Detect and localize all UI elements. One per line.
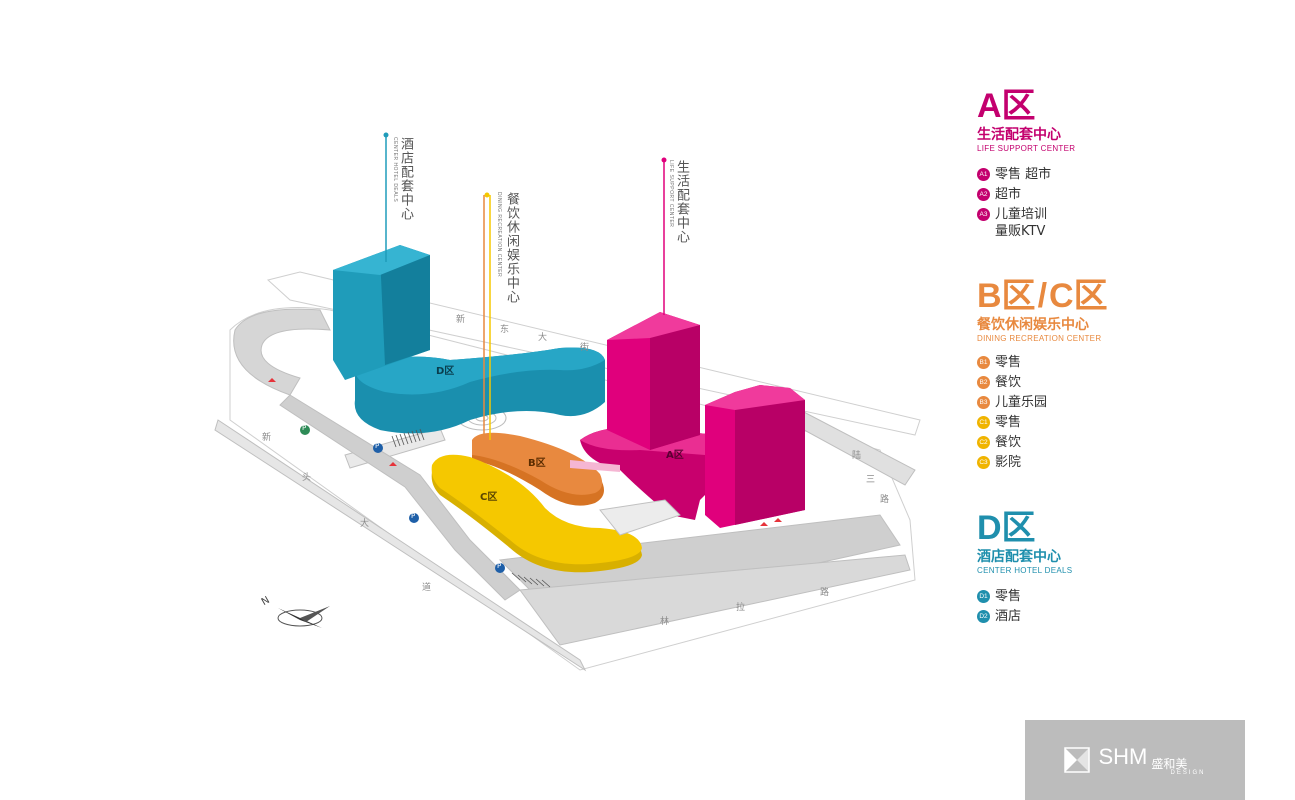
zone-a-building	[580, 312, 805, 528]
legend-item-c3: C3 影院	[977, 454, 1108, 471]
road-north-char-3: 大	[538, 333, 548, 343]
legend-zone-bc-title: B区/C区	[977, 278, 1108, 314]
hotel-callout-label: 酒店配套中心	[398, 137, 413, 221]
legend-text-b1: 零售	[995, 355, 1022, 370]
parking-label-1: P	[302, 424, 307, 432]
legend-badge-b3: B3	[977, 396, 990, 409]
road-north-char-4: 街	[580, 343, 590, 353]
parking-label-3: P	[411, 512, 416, 520]
legend-zone-bc: B区/C区 餐饮休闲娱乐中心 DINING RECREATION CENTER …	[977, 278, 1108, 474]
compass-icon	[277, 606, 330, 628]
legend-zone-bc-name-cn: 餐饮休闲娱乐中心	[977, 317, 1089, 333]
road-west-char-1: 新	[262, 433, 272, 443]
legend-zone-a-name-en: LIFE SUPPORT CENTER	[977, 144, 1076, 153]
road-east-char-1: 陆	[852, 451, 862, 461]
life-callout-sublabel: LIFE SUPPORT CENTER	[668, 160, 674, 228]
legend-badge-c2: C2	[977, 436, 990, 449]
life-callout-label: 生活配套中心	[674, 160, 689, 244]
legend-badge-d2: D2	[977, 610, 990, 623]
parking-markers	[300, 425, 505, 573]
life-callout-dot	[661, 157, 667, 163]
connecting-walkway	[599, 499, 681, 536]
stair-hatching	[391, 428, 551, 588]
zone-c-building	[431, 454, 642, 573]
legend-item-d1: D1 零售	[977, 588, 1072, 605]
legend-text-a2: 超市	[995, 187, 1022, 202]
legend-item-c1: C1 零售	[977, 414, 1108, 431]
dining-callout-dot	[484, 192, 490, 198]
road-north-char-1: 新	[456, 315, 466, 325]
entry-markers	[268, 378, 782, 526]
dining-callout-sublabel: DINING RECREATION CENTER	[496, 192, 502, 278]
legend-zone-a: A区 生活配套中心 LIFE SUPPORT CENTER A1 零售 超市 A…	[977, 88, 1075, 243]
road-west-char-3: 大	[360, 519, 370, 529]
shm-logo: SHM 盛和美 DESIGN	[1025, 720, 1245, 800]
dining-callout-label: 餐饮休闲娱乐中心	[504, 192, 519, 304]
road-east-char-3: 路	[880, 495, 890, 505]
legend-zone-a-title: A区	[977, 87, 1036, 125]
legend-text-d1: 零售	[995, 589, 1022, 604]
road-east-char-2: 三	[866, 475, 876, 485]
legend-text-d2: 酒店	[995, 609, 1022, 624]
zone-d-building	[333, 245, 605, 434]
hotel-callout-sublabel: CENTER HOTEL DEALS	[392, 137, 398, 203]
road-south-char-1: 林	[660, 617, 670, 627]
legend-text-a1: 零售 超市	[995, 167, 1052, 182]
zone-a-map-label: A区	[666, 450, 684, 461]
parking-label-2: P	[375, 442, 380, 450]
zone-d-map-label: D区	[436, 366, 455, 377]
legend-zone-bc-slash: /	[1037, 277, 1048, 315]
legend-item-d2: D2 酒店	[977, 608, 1072, 625]
legend-zone-d-title: D区	[977, 509, 1036, 547]
legend-badge-c1: C1	[977, 416, 990, 429]
legend-item-a3: A3 儿童培训 量贩KTV	[977, 206, 1075, 240]
legend-item-b3: B3 儿童乐园	[977, 394, 1108, 411]
legend-badge-b2: B2	[977, 376, 990, 389]
legend-item-b1: B1 零售	[977, 354, 1108, 371]
legend-zone-d-name-en: CENTER HOTEL DEALS	[977, 566, 1073, 575]
road-south-char-2: 拉	[736, 603, 746, 613]
legend-text-b2: 餐饮	[995, 375, 1022, 390]
legend-text-b3: 儿童乐园	[995, 395, 1048, 410]
shm-logo-icon	[1064, 747, 1091, 773]
legend-zone-c-title: C区	[1049, 277, 1108, 315]
zone-c-map-label: C区	[480, 492, 498, 503]
zone-b-building	[472, 432, 604, 506]
road-south-char-3: 路	[820, 588, 830, 598]
legend-text-a3: 儿童培训 量贩KTV	[995, 207, 1048, 239]
zone-b-map-label: B区	[528, 458, 546, 469]
legend-badge-d1: D1	[977, 590, 990, 603]
shm-logo-sub: DESIGN	[1170, 770, 1206, 776]
legend-text-c1: 零售	[995, 415, 1022, 430]
legend-zone-a-name-cn: 生活配套中心	[977, 127, 1061, 143]
legend-badge-c3: C3	[977, 456, 990, 469]
legend-zone-b-title: B区	[977, 277, 1036, 315]
legend-badge-a2: A2	[977, 188, 990, 201]
pedestrian-bridge	[570, 460, 620, 472]
legend-item-b2: B2 餐饮	[977, 374, 1108, 391]
legend-badge-b1: B1	[977, 356, 990, 369]
shm-logo-brand-cn: 盛和美	[1151, 757, 1188, 771]
legend-item-c2: C2 餐饮	[977, 434, 1108, 451]
shm-logo-brand: SHM	[1098, 744, 1148, 769]
legend-item-a1: A1 零售 超市	[977, 166, 1075, 183]
road-north-char-2: 东	[500, 325, 510, 335]
legend-text-c2: 餐饮	[995, 435, 1022, 450]
legend-zone-bc-name-en: DINING RECREATION CENTER	[977, 334, 1102, 343]
parking-label-4: P	[497, 562, 502, 570]
legend-badge-a1: A1	[977, 168, 990, 181]
legend-item-a2: A2 超市	[977, 186, 1075, 203]
hotel-callout-dot	[383, 132, 389, 138]
legend-zone-d: D区 酒店配套中心 CENTER HOTEL DEALS D1 零售 D2 酒店	[977, 510, 1072, 628]
road-west-char-4: 道	[422, 583, 432, 593]
legend-zone-d-name-cn: 酒店配套中心	[977, 549, 1061, 565]
road-west-char-2: 头	[302, 473, 312, 483]
legend-text-c3: 影院	[995, 455, 1022, 470]
legend-badge-a3: A3	[977, 208, 990, 221]
